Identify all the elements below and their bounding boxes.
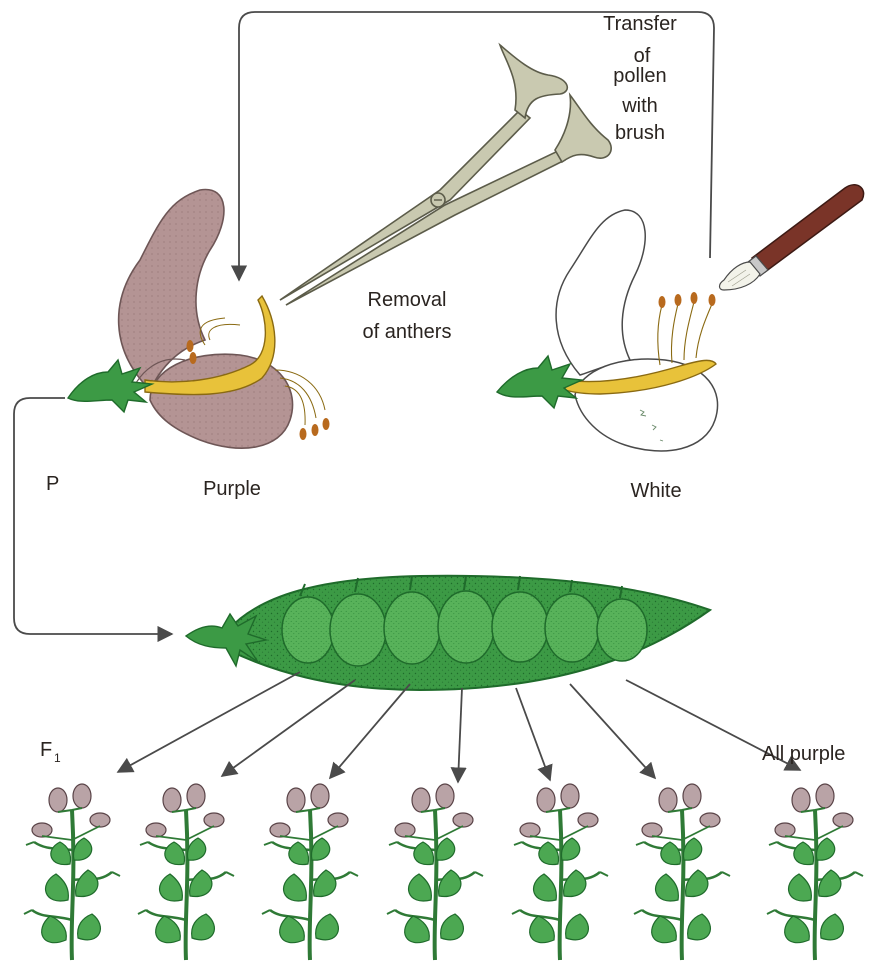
- pea-plant-icon: [24, 784, 120, 960]
- purple-label: Purple: [203, 478, 261, 500]
- svg-text:of anthers: of anthers: [363, 321, 452, 343]
- paintbrush-icon: [720, 185, 864, 290]
- white-standard-petal: [556, 210, 645, 375]
- pea-plant-icon: [138, 784, 234, 960]
- pea-plant-icon: [512, 784, 608, 960]
- white-label: White: [630, 480, 681, 502]
- cross-to-pod-arrow: [14, 398, 172, 634]
- svg-text:of: of: [634, 45, 651, 67]
- parent-generation-label: P: [46, 473, 59, 495]
- svg-text:with: with: [621, 95, 658, 117]
- purple-wing-petal: [150, 354, 293, 448]
- all-purple-label: All purple: [762, 743, 845, 765]
- transfer-label: Transfer of pollen with brush: [603, 13, 677, 144]
- white-flower: [497, 210, 718, 451]
- f1-plants: [24, 784, 863, 960]
- removal-label: Removal of anthers: [363, 289, 452, 343]
- pea-plant-icon: [767, 784, 863, 960]
- pea-pod-icon: [186, 576, 710, 690]
- svg-text:Removal: Removal: [368, 289, 447, 311]
- svg-text:1: 1: [54, 751, 61, 765]
- f1-label: F 1: [40, 739, 61, 765]
- white-sepal: [497, 356, 582, 408]
- pea-plant-icon: [262, 784, 358, 960]
- purple-flower: [68, 190, 330, 449]
- pea-plant-icon: [634, 784, 730, 960]
- pod-sepal: [186, 614, 266, 666]
- pea-plant-icon: [387, 784, 483, 960]
- svg-text:Transfer: Transfer: [603, 13, 677, 35]
- svg-text:F: F: [40, 739, 52, 761]
- scissors-icon: [280, 45, 611, 305]
- purple-sepal: [68, 360, 152, 412]
- svg-text:brush: brush: [615, 122, 665, 144]
- svg-text:pollen: pollen: [613, 65, 666, 87]
